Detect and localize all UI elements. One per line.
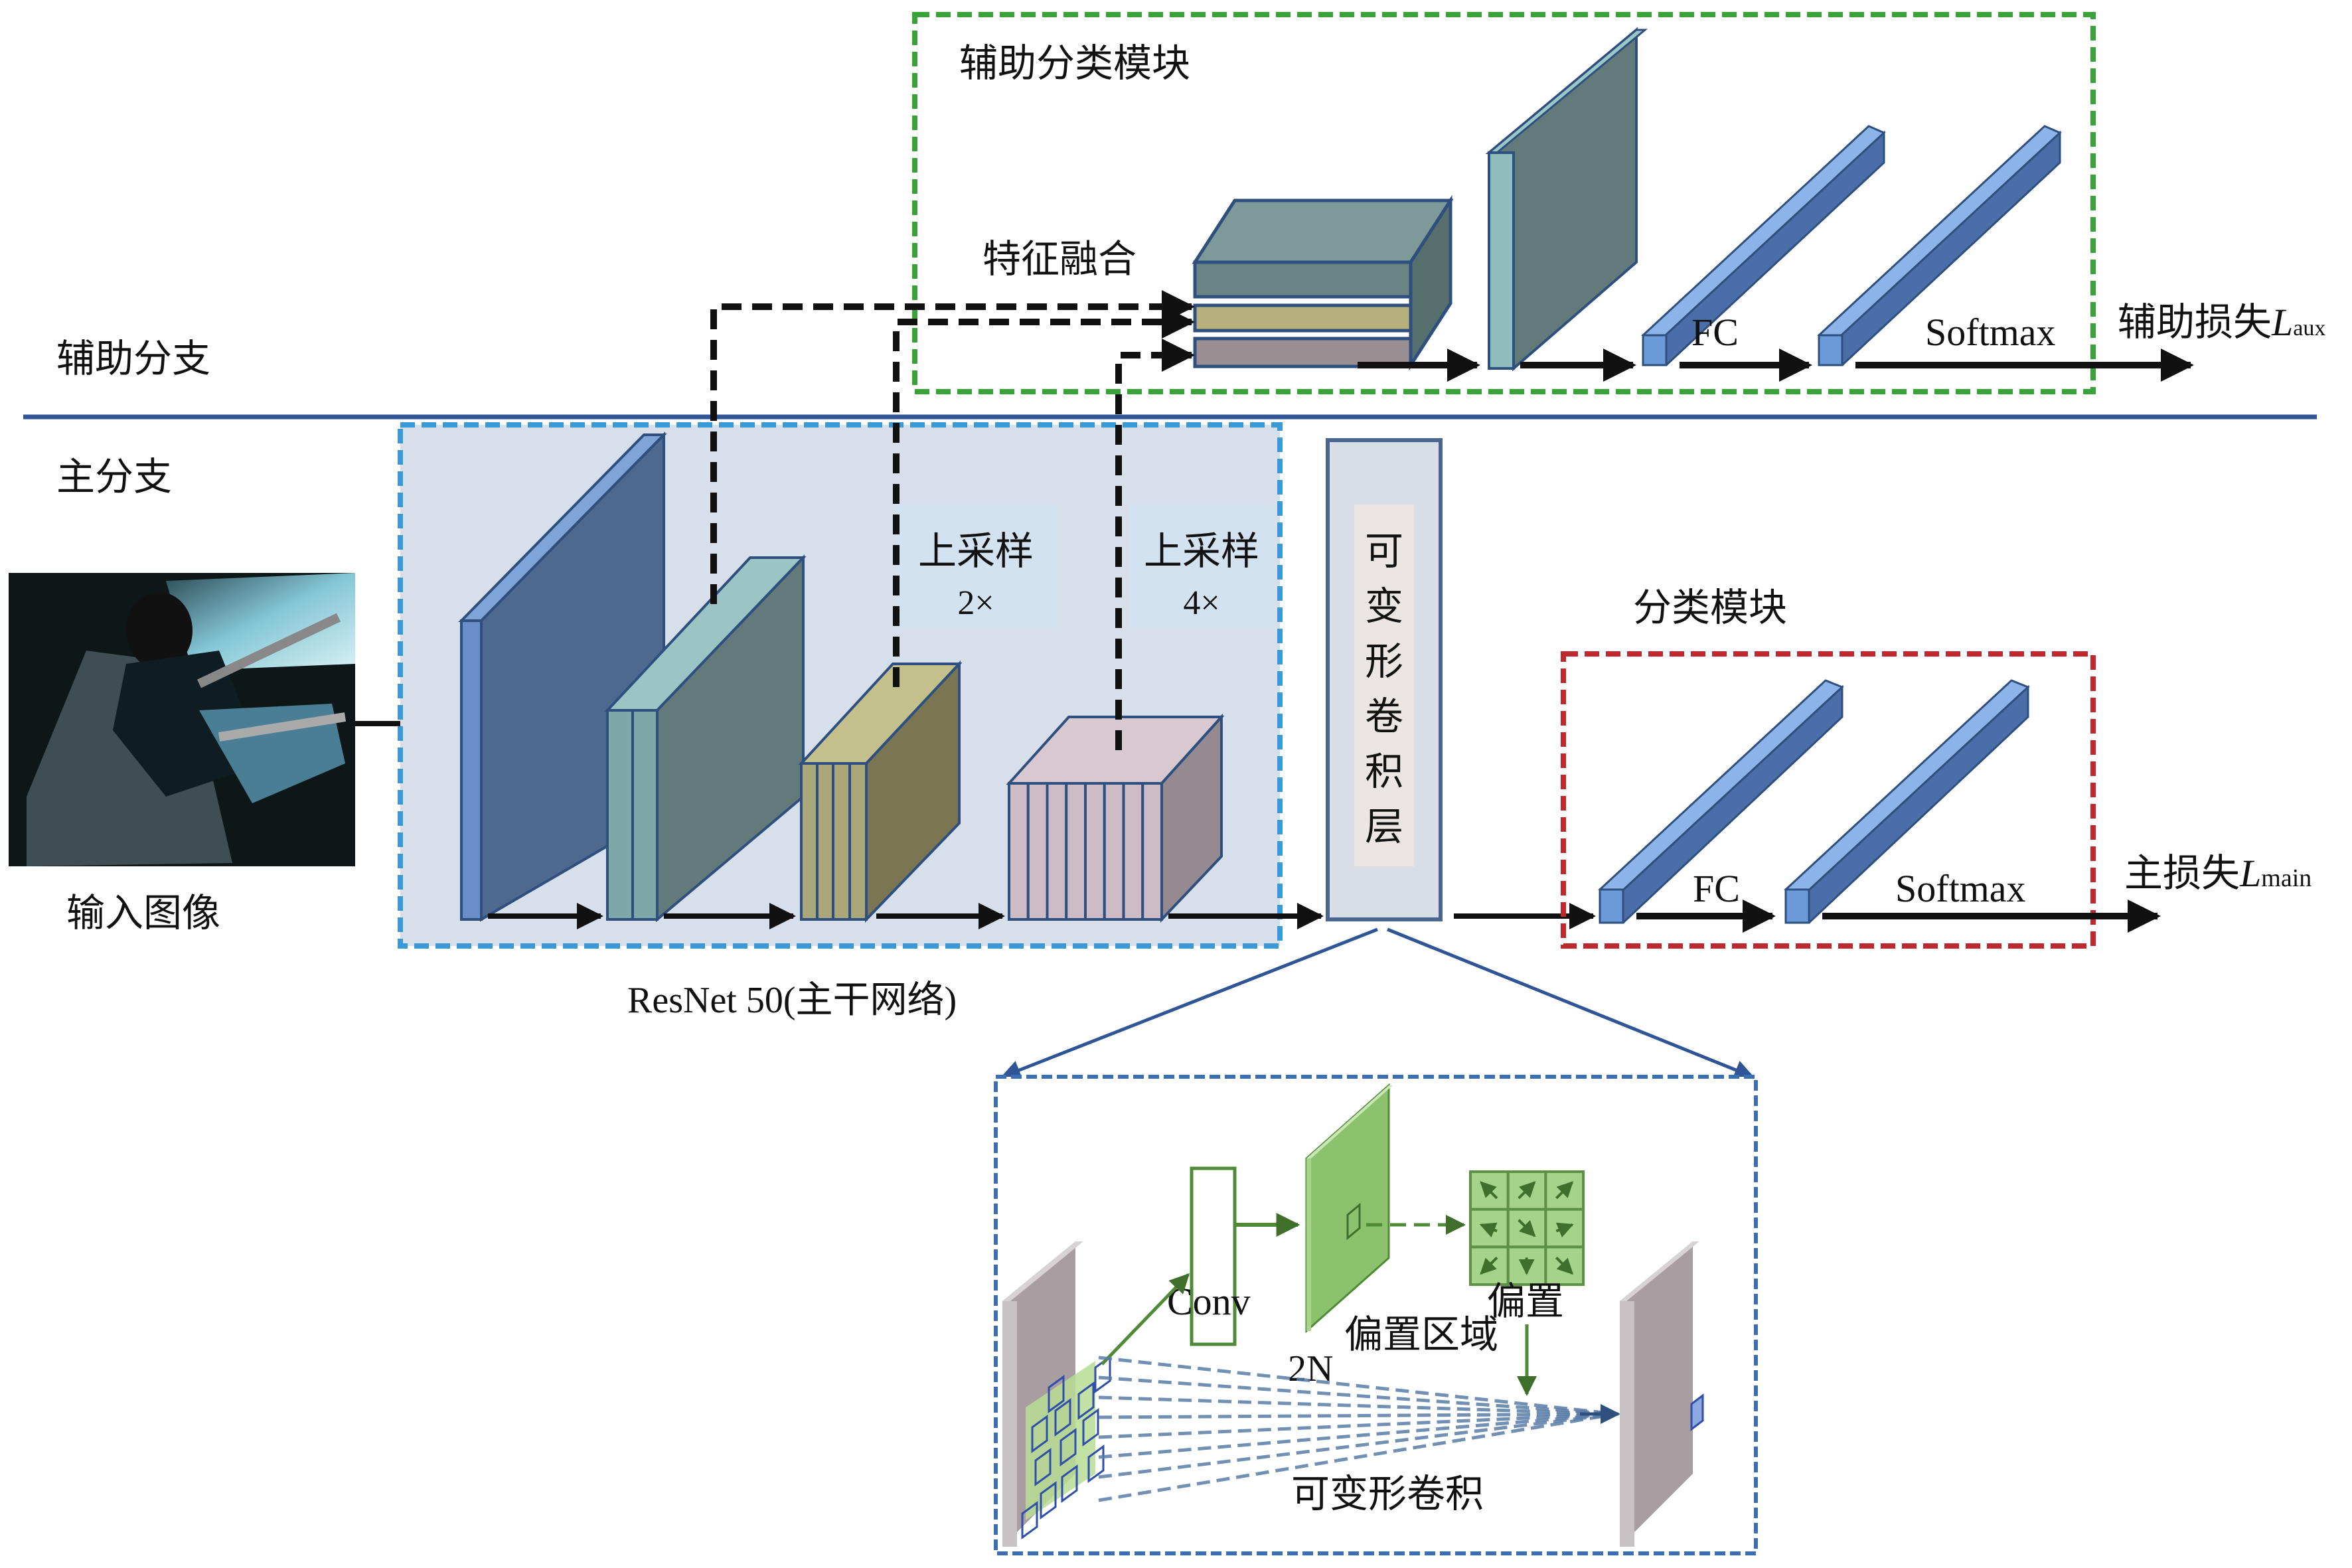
aux-module-border <box>912 12 2096 394</box>
zoom-line-right <box>1387 927 1755 1079</box>
backbone-layer-4-slice <box>1065 782 1087 921</box>
upsample-2x-badge <box>896 505 1056 627</box>
cls-module-title: 分类模块 <box>1633 585 1787 630</box>
classification-module: 分类模块 FC Softmax 主损失Lmain <box>1561 585 2312 949</box>
offset-cell <box>1544 1208 1585 1249</box>
aux-conv-layer <box>1485 27 1648 372</box>
upsample-4x-factor: 4× <box>1183 584 1219 622</box>
aux-loss-label: 辅助损失Laux <box>2118 299 2325 345</box>
aux-fc-layer <box>1641 125 1886 366</box>
input-feature-map <box>1002 1241 1111 1547</box>
backbone-layer-4 <box>1006 713 1225 923</box>
deform-layer-char: 卷 <box>1365 694 1403 739</box>
upsample-2x-label: 上采样 <box>918 528 1034 574</box>
skip-connections <box>710 290 1195 750</box>
input-image-label: 输入图像 <box>66 890 220 935</box>
offsets-grid <box>1469 1170 1585 1287</box>
deform-layer-char: 层 <box>1365 804 1403 849</box>
skip-l4-to-fusion <box>1115 339 1195 750</box>
sampling-location <box>1034 1448 1052 1486</box>
aux-softmax-label: Softmax <box>1925 311 2056 354</box>
deform-conv-label: 可变形卷积 <box>1291 1471 1484 1516</box>
sampling-location <box>1082 1408 1099 1447</box>
sampling-location <box>1061 1464 1078 1503</box>
offset-arrow-icon <box>1555 1222 1574 1238</box>
backbone-layer-2 <box>604 554 807 923</box>
output-feature-map <box>1620 1241 1704 1547</box>
offset-arrow-icon <box>1555 1181 1574 1200</box>
aux-branch-label: 辅助分支 <box>56 336 210 381</box>
zoom-line-left <box>1000 927 1378 1080</box>
sampling-location <box>1040 1481 1057 1520</box>
sampling-location <box>1021 1501 1038 1539</box>
offset-arrow-icon <box>1518 1181 1536 1200</box>
backbone-layer-4-slice <box>1046 782 1068 921</box>
offset-arrow-icon <box>1480 1181 1498 1200</box>
fused-feature-block <box>1192 195 1454 371</box>
backbone-layer-4-slice <box>1103 782 1125 921</box>
sampling-location <box>1059 1428 1077 1466</box>
main-loss-label: 主损失Lmain <box>2124 850 2312 896</box>
aux-classification-module: 辅助分类模块 特征融合 FC Softmax <box>912 12 2325 394</box>
aux-softmax-layer <box>1817 125 2062 366</box>
sampling-ray <box>1098 1412 1617 1439</box>
sampling-ray <box>1098 1412 1617 1459</box>
arrow-input-to-conv <box>1101 1273 1190 1366</box>
main-fc-label: FC <box>1693 867 1740 910</box>
main-fc-layer <box>1598 679 1844 924</box>
deform-layer-char: 积 <box>1365 749 1403 794</box>
sampling-location <box>1087 1445 1105 1483</box>
backbone-layer-4-slice <box>1026 782 1049 921</box>
upsample-4x-badge <box>1129 505 1275 627</box>
main-branch-label: 主分支 <box>56 454 172 499</box>
sampling-location <box>1077 1381 1095 1420</box>
sampling-location <box>1031 1415 1048 1453</box>
offset-field-label: 偏置区域 <box>1344 1312 1498 1357</box>
deformable-conv-detail: Conv 2N 偏置区域 偏置 可变形卷积 <box>994 1075 1758 1555</box>
sampling-ray <box>1098 1375 1617 1416</box>
offset-label: 偏置 <box>1487 1279 1564 1324</box>
backbone-label: ResNet 50(主干网络) <box>627 980 957 1021</box>
offset-cell <box>1544 1170 1585 1211</box>
deform-layer-char: 形 <box>1365 639 1403 684</box>
sampling-ray <box>1098 1412 1617 1502</box>
backbone-layer-4-slice <box>1008 782 1030 921</box>
resnet50-backbone: 上采样 2× 上采样 4× <box>398 422 1324 949</box>
sampling-location <box>1054 1398 1071 1437</box>
conv-label: Conv <box>1167 1280 1251 1323</box>
offset-arrow-icon <box>1480 1256 1498 1275</box>
sampling-ray <box>1098 1412 1617 1419</box>
aux-fc-label: FC <box>1691 311 1739 354</box>
upsample-2x-factor: 2× <box>957 584 994 622</box>
cls-module-border <box>1561 651 2096 949</box>
main-softmax-layer <box>1784 679 2030 924</box>
backbone-layer-4-slice <box>1122 782 1144 921</box>
feature-fusion-label: 特征融合 <box>982 236 1137 281</box>
input-image <box>9 573 355 866</box>
offset-arrow-icon <box>1555 1256 1574 1275</box>
deform-layer-char: 变 <box>1365 584 1403 629</box>
sampling-location <box>1048 1375 1065 1413</box>
deform-layer-char: 可 <box>1365 528 1403 574</box>
backbone-layer-4-slice <box>1141 782 1163 921</box>
backbone-layer-4-slice <box>1084 782 1106 921</box>
conv-block <box>1190 1166 1237 1346</box>
sampling-ray <box>1098 1356 1617 1416</box>
offset-arrow-icon <box>1518 1219 1536 1237</box>
offset-cell <box>1544 1245 1585 1287</box>
sampling-ray <box>1098 1395 1617 1416</box>
offset-arrow-icon <box>1479 1222 1498 1238</box>
skip-l2-to-fusion <box>710 290 1195 604</box>
offset-field <box>1305 1083 1393 1334</box>
aux-module-title: 辅助分类模块 <box>959 40 1190 86</box>
skip-l3-to-fusion <box>893 305 1195 687</box>
sampling-ray <box>1098 1412 1617 1479</box>
main-softmax-label: Softmax <box>1895 867 2026 910</box>
backbone-layer-3 <box>798 660 963 923</box>
sampling-rays <box>1098 1356 1620 1502</box>
upsample-4x-label: 上采样 <box>1144 528 1259 574</box>
